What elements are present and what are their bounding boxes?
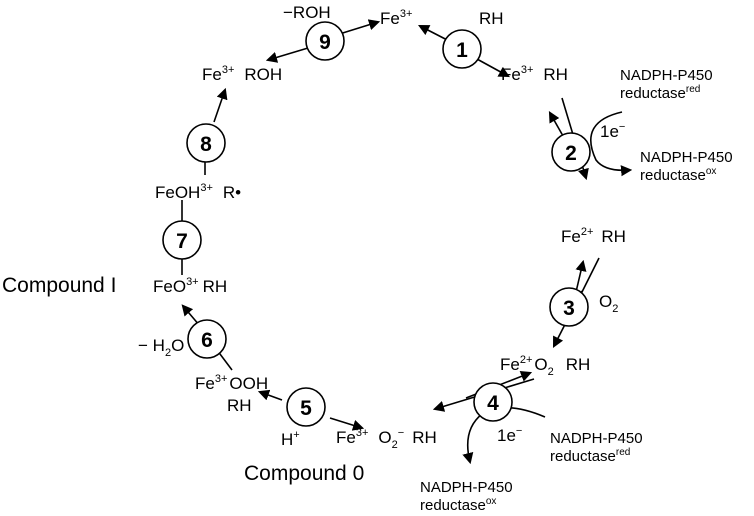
proton-label: H+ bbox=[281, 429, 300, 449]
step-number-4: 4 bbox=[487, 392, 499, 415]
step-circle-6: 6 bbox=[187, 319, 227, 359]
species-fe3-ooh: Fe3+OOH bbox=[195, 373, 268, 393]
step5-arrow-forward bbox=[257, 389, 283, 401]
nadph-reductase-red-step4-line1: NADPH-P450 bbox=[550, 430, 643, 447]
nadph-reductase-ox-step4-line1: NADPH-P450 bbox=[420, 479, 513, 496]
species-fe3-resting: Fe3+ bbox=[380, 8, 412, 28]
step-circle-1: 1 bbox=[442, 29, 482, 69]
step8-arrow bbox=[213, 87, 228, 123]
step-circle-7: 7 bbox=[162, 220, 202, 260]
step-circle-2: 2 bbox=[551, 132, 591, 172]
nadph-reductase-ox-step2-line2: reductaseox bbox=[640, 166, 716, 184]
nadph-reductase-ox-step2-line1: NADPH-P450 bbox=[640, 149, 733, 166]
step-circle-9: 9 bbox=[305, 21, 345, 61]
nadph-reductase-red-step4-line2: reductasered bbox=[550, 447, 630, 465]
step-circle-3: 3 bbox=[549, 287, 589, 327]
step3-arrow-reverse-tip bbox=[575, 259, 587, 293]
step-number-6: 6 bbox=[201, 329, 213, 352]
step5-arrow-reverse bbox=[329, 417, 365, 431]
nadph-reductase-red-step2-line1: NADPH-P450 bbox=[620, 67, 713, 84]
species-fe2-rh: Fe2+RH bbox=[561, 226, 626, 246]
minus-water-label: − H2O bbox=[138, 336, 184, 359]
species-fe3-superoxo: Fe3+O2−RH bbox=[336, 427, 437, 451]
nadph-reductase-red-step2-line2: reductasered bbox=[620, 84, 700, 102]
step-number-9: 9 bbox=[319, 31, 331, 54]
species-fe3-roh: Fe3+ROH bbox=[202, 64, 282, 84]
species-fe3-ooh-rh: RH bbox=[227, 396, 252, 415]
compound-i-label: Compound I bbox=[2, 274, 116, 297]
substrate-rh-label: RH bbox=[479, 9, 504, 28]
step-number-1: 1 bbox=[456, 39, 468, 62]
step-number-8: 8 bbox=[200, 133, 212, 156]
step2-electron-arc bbox=[590, 111, 633, 177]
step-number-3: 3 bbox=[563, 297, 575, 320]
step-number-2: 2 bbox=[565, 142, 577, 165]
step-number-5: 5 bbox=[300, 397, 312, 420]
step-circle-5: 5 bbox=[286, 387, 326, 427]
oxygen-input-label: O2 bbox=[599, 292, 618, 315]
step-circle-8: 8 bbox=[186, 123, 226, 163]
minus-roh-label: −ROH bbox=[283, 3, 331, 22]
species-feo-compound-i: FeO3+RH bbox=[153, 276, 227, 296]
species-fe3-rh: Fe3+RH bbox=[501, 64, 568, 84]
species-feoh-radical: FeOH3+R• bbox=[155, 182, 241, 202]
electron-step4-label: 1e− bbox=[497, 425, 522, 445]
compound-0-label: Compound 0 bbox=[244, 462, 364, 485]
step-circle-4: 4 bbox=[473, 382, 513, 422]
electron-step2-label: 1e− bbox=[600, 121, 625, 141]
step-number-7: 7 bbox=[176, 230, 188, 253]
nadph-reductase-ox-step4-line2: reductaseox bbox=[420, 496, 496, 514]
